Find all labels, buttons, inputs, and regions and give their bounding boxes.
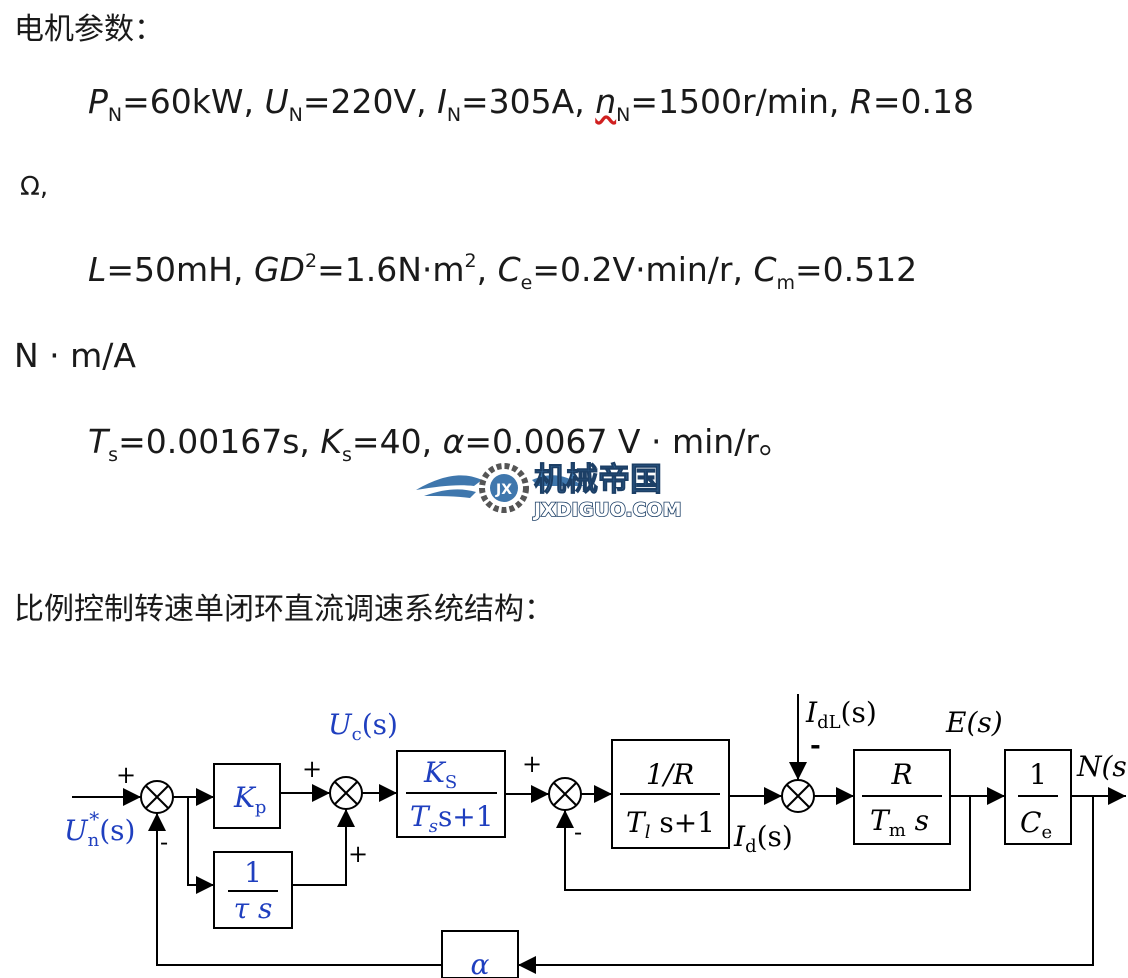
label-Kp: Kp: [233, 781, 266, 818]
superscript-2: 2: [464, 250, 477, 272]
symbol-R: R: [849, 82, 873, 121]
label-mech-den: Tm s: [870, 804, 929, 841]
watermark-badge: JX: [495, 482, 512, 498]
subscript-e: e: [520, 272, 533, 294]
summing-junction-2: [329, 776, 363, 810]
value-GD: =1.6N·m: [317, 250, 465, 289]
label-Id: Id(s): [733, 820, 793, 857]
sign-minus-3: -: [810, 731, 821, 761]
param-line-4: N · m/A: [14, 336, 136, 375]
label-output: N(s: [1076, 750, 1127, 783]
subscript-N: N: [616, 104, 631, 126]
value-R: =0.18: [872, 82, 974, 121]
watermark-title: 机械帝国: [534, 460, 662, 498]
subscript-N: N: [288, 104, 303, 126]
sign-plus-1: +: [116, 761, 136, 789]
heading-motor-params: 电机参数：: [14, 12, 164, 47]
value-P: =60kW,: [122, 82, 254, 121]
subscript-s: s: [108, 444, 119, 466]
label-Uc: Uc(s): [328, 708, 398, 745]
value-n: =1500r/min,: [630, 82, 840, 121]
label-E: E(s): [945, 706, 1003, 739]
symbol-I: I: [437, 82, 447, 121]
symbol-n: n: [595, 82, 617, 121]
symbol-GD: GD: [253, 250, 305, 289]
symbol-U: U: [264, 82, 289, 121]
watermark-logo: JX 机械帝国 JXDIGUO.COM: [416, 460, 682, 522]
label-Ks-num: KS: [423, 756, 457, 793]
label-mech-num: R: [890, 758, 912, 791]
label-Ce-num: 1: [1029, 758, 1047, 791]
param-line-3: L=50mH, GD2=1.6N·m2, Ce=0.2V·min/r, Cm=0…: [88, 250, 918, 294]
value-Ce: =0.2V·min/r,: [532, 250, 743, 289]
block-alpha: [441, 930, 519, 978]
heading-structure: 比例控制转速单闭环直流调速系统结构：: [14, 592, 554, 627]
subscript-N: N: [446, 104, 462, 126]
symbol-alpha: α: [442, 422, 465, 461]
sign-plus-2: +: [302, 755, 322, 783]
label-armature-num: 1/R: [646, 758, 694, 791]
wing-right-icon: [532, 475, 584, 486]
sign-plus-3: +: [348, 840, 368, 868]
value-L: =50mH,: [106, 250, 244, 289]
label-integrator-den: τ s: [234, 892, 273, 925]
symbol-T: T: [88, 422, 109, 461]
label-Ks-den: Tss+1: [410, 800, 494, 837]
param-line-1: PN=60kW, UN=220V, IN=305A, nN=1500r/min,…: [88, 82, 974, 126]
subscript-N: N: [107, 104, 123, 126]
symbol-P: P: [88, 82, 108, 121]
value-I: =305A,: [461, 82, 585, 121]
summing-junction-1: [140, 780, 174, 814]
superscript-2: 2: [304, 250, 318, 272]
label-Ce-den: Ce: [1020, 806, 1052, 843]
value-Cm: =0.512: [795, 250, 918, 289]
param-line-5: Ts=0.00167s, Ks=40, α=0.0067 V · min/r。: [88, 415, 792, 466]
subscript-s: s: [342, 444, 352, 466]
sign-minus-2: -: [574, 818, 582, 846]
comma: ,: [476, 250, 488, 289]
param-line-2: Ω,: [20, 172, 49, 202]
value-alpha: =0.0067 V · min/r。: [464, 422, 792, 461]
subscript-m: m: [776, 272, 796, 294]
label-integrator-num: 1: [244, 856, 262, 889]
value-U: =220V,: [302, 82, 427, 121]
wing-left-icon: [416, 475, 482, 498]
label-IdL: IdL(s): [805, 696, 877, 733]
value-T: =0.00167s,: [118, 422, 310, 461]
label-armature-den: Tl s+1: [626, 806, 715, 843]
watermark-domain: JXDIGUO.COM: [532, 499, 682, 521]
label-input: Un*(s): [64, 807, 135, 851]
summing-junction-4: [781, 779, 815, 813]
label-alpha: α: [471, 948, 490, 978]
value-K: =40,: [351, 422, 433, 461]
sign-plus-4: +: [522, 750, 542, 778]
symbol-K: K: [320, 422, 343, 461]
sign-minus-1: -: [160, 828, 168, 856]
block-integrator: [213, 851, 293, 929]
summing-junction-3: [548, 777, 582, 811]
symbol-L: L: [88, 250, 107, 289]
symbol-C: C: [497, 250, 521, 289]
symbol-C: C: [753, 250, 777, 289]
